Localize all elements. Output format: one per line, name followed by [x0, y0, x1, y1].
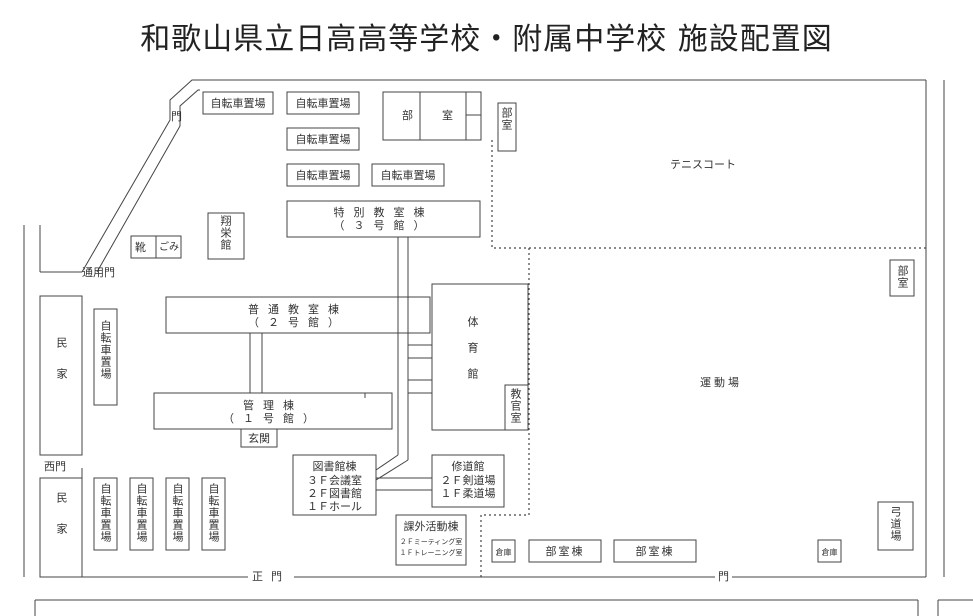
bike-shed-1-label: 自転車置場: [210, 97, 266, 110]
teacher-room-label: 教官室: [509, 388, 522, 424]
gate-top-label: 門: [171, 110, 182, 123]
special-building: [286, 200, 481, 238]
general-building-number: （２号館）: [248, 316, 348, 329]
bike-shed-b4: [201, 477, 226, 551]
shoes-label: 靴: [135, 241, 146, 254]
club-room-small-label: 部室: [500, 107, 513, 131]
extra-curricular-floor-2: ２Ｆミーティング室: [399, 538, 463, 546]
bike-shed-left-label: 自転車置場: [99, 320, 112, 380]
map-title: 和歌山県立日高高等学校・附属中学校 施設配置図: [140, 22, 833, 57]
club-building-2-label: 部室棟: [635, 545, 675, 558]
club-building-1: [528, 539, 602, 563]
general-building-name: 普通教室棟: [248, 303, 348, 316]
club-room-small: [497, 102, 517, 152]
house-1-label: 民家: [55, 337, 68, 399]
storage-2-label: 倉庫: [821, 548, 838, 557]
bike-shed-left: [93, 308, 118, 406]
library-floor-1: １Ｆホール: [307, 500, 362, 513]
library-floor-3: ３Ｆ会議室: [307, 474, 362, 487]
bike-shed-b3: [165, 477, 190, 551]
library-name: 図書館棟: [312, 460, 357, 473]
extra-curricular-building: [395, 514, 467, 566]
storage-1: [491, 539, 516, 563]
bike-shed-5-label: 自転車置場: [380, 169, 436, 182]
shoei-hall: [207, 212, 245, 260]
bike-shed-4: [286, 163, 360, 187]
archery-range-label: 弓道場: [889, 506, 902, 542]
shoei-hall-label: 翔栄館: [219, 215, 232, 251]
admin-building-name: 管理棟: [243, 399, 303, 412]
tennis-court-boundary: [491, 140, 926, 249]
club-room-top-label: 部 室: [402, 109, 462, 122]
extra-curricular-floor-1: １Ｆトレーニング室: [399, 549, 463, 557]
dojo: [431, 454, 505, 508]
bike-shed-2: [286, 91, 360, 115]
admin-building-number: （１号館）: [223, 412, 323, 425]
club-building-2: [613, 539, 697, 563]
special-building-number: （３号館）: [333, 219, 434, 232]
dojo-floor-2: ２Ｆ剣道場: [440, 474, 496, 487]
service-gate-label: 通用門: [82, 266, 115, 279]
west-gate-label: 西門: [44, 460, 66, 473]
general-building: [165, 296, 431, 334]
teacher-room: [504, 384, 529, 431]
library-floor-2: ２Ｆ図書館: [307, 487, 362, 500]
tennis-court-label: テニスコート: [670, 158, 736, 171]
bike-shed-b2-label: 自転車置場: [135, 483, 148, 543]
gym-label: 体育館: [466, 316, 479, 394]
main-gate-label: 正門: [248, 570, 294, 583]
access-road-outer: [81, 79, 200, 273]
entrance: [240, 428, 278, 448]
trash-label: ごみ: [159, 242, 179, 253]
extra-curricular-name: 課外活動棟: [403, 520, 459, 533]
bike-shed-b4-label: 自転車置場: [207, 483, 220, 543]
storage-1-label: 倉庫: [495, 548, 512, 557]
entrance-label: 玄関: [248, 432, 270, 445]
house-1: [39, 295, 83, 456]
gate-bottom-label: 門: [715, 570, 732, 583]
bike-shed-5: [371, 163, 445, 187]
club-building-1-label: 部室棟: [545, 545, 585, 558]
bike-shed-b1-label: 自転車置場: [99, 483, 112, 543]
bike-shed-3: [286, 127, 360, 151]
house-2-label: 民家: [55, 492, 68, 554]
archery-range: [877, 501, 914, 551]
bike-shed-4-label: 自転車置場: [295, 169, 351, 182]
bike-shed-b2: [129, 477, 154, 551]
bike-shed-1: [202, 91, 274, 115]
ground-label: 運動場: [700, 376, 742, 389]
storage-2: [817, 539, 842, 563]
ground-boundary: [480, 248, 530, 577]
dojo-name: 修道館: [451, 460, 485, 473]
club-room-right: [889, 259, 915, 297]
dojo-floor-1: １Ｆ柔道場: [440, 487, 496, 500]
bike-shed-b1: [93, 477, 118, 551]
bike-shed-3-label: 自転車置場: [295, 133, 351, 146]
library: [292, 454, 377, 516]
bike-shed-2-label: 自転車置場: [295, 97, 351, 110]
bike-shed-b3-label: 自転車置場: [171, 483, 184, 543]
club-room-top: [382, 91, 482, 141]
special-building-name: 特別教室棟: [333, 206, 434, 219]
club-room-right-label: 部室: [896, 265, 909, 289]
gym: [431, 283, 529, 431]
access-road-inner: [96, 89, 200, 273]
house-2: [39, 477, 83, 578]
